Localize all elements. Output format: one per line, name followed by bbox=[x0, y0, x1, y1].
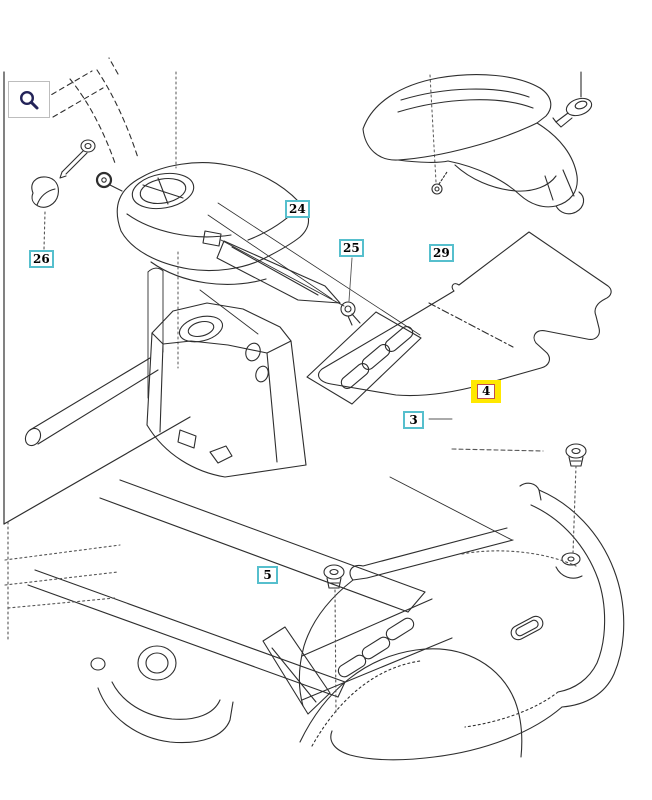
screw-drawing-25 bbox=[340, 257, 361, 326]
zoom-button[interactable] bbox=[8, 81, 50, 118]
part-label-4-highlighted[interactable]: 4 bbox=[471, 380, 502, 403]
part-label-24[interactable]: 24 bbox=[285, 200, 310, 218]
chassis-frame-drawing bbox=[4, 302, 426, 744]
fuel-cap-drawing bbox=[31, 176, 59, 250]
part-label-29[interactable]: 29 bbox=[429, 244, 454, 262]
heat-shield-plate-drawing bbox=[306, 311, 422, 405]
leader-lines-3 bbox=[428, 418, 544, 452]
cover-plate-drawing bbox=[318, 231, 612, 397]
mounting-plane-lines bbox=[3, 71, 421, 525]
magnifier-icon bbox=[19, 90, 39, 109]
part-label-5[interactable]: 5 bbox=[257, 566, 278, 584]
tank-screw-drawing bbox=[59, 139, 123, 192]
part-label-25[interactable]: 25 bbox=[339, 239, 364, 257]
rear-cover-drawing bbox=[298, 476, 625, 761]
alignment-dotted-lines bbox=[175, 71, 437, 369]
handlebar-tubes-drawing bbox=[43, 57, 139, 167]
part-label-26[interactable]: 26 bbox=[29, 250, 54, 268]
shroud-screw-drawing bbox=[431, 171, 448, 195]
part-label-3[interactable]: 3 bbox=[403, 411, 424, 429]
ignition-key-drawing bbox=[552, 71, 593, 128]
fender-screw-right-drawing bbox=[565, 443, 587, 554]
part-label-4-number: 4 bbox=[477, 384, 496, 399]
screw-drawing-5 bbox=[323, 564, 345, 714]
engine-cover-drawing bbox=[362, 74, 585, 215]
fuel-tank-drawing bbox=[116, 162, 345, 307]
